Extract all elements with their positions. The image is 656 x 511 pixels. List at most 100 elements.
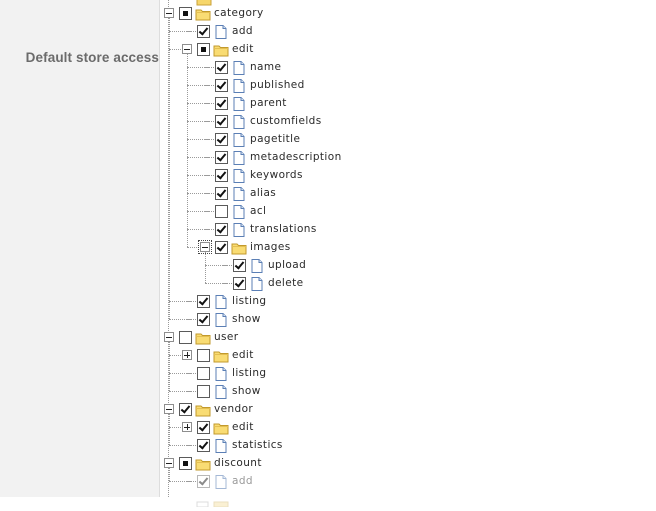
tree-node-label[interactable]: delete xyxy=(268,277,304,289)
tree-node-label[interactable]: customfields xyxy=(250,115,322,127)
folder-icon xyxy=(213,348,229,363)
collapse-icon[interactable] xyxy=(182,44,192,54)
expand-icon[interactable] xyxy=(182,350,192,360)
file-icon xyxy=(213,438,229,453)
tree-connector xyxy=(187,139,209,140)
tree-connector xyxy=(187,85,209,86)
tree-connector xyxy=(187,247,209,248)
tree-node-label[interactable]: discount xyxy=(214,457,262,469)
permission-checkbox[interactable] xyxy=(215,241,228,254)
tree-node-label[interactable]: acl xyxy=(250,205,267,217)
folder-icon xyxy=(195,330,211,345)
expand-icon[interactable] xyxy=(182,422,192,432)
tree-node-label[interactable]: edit xyxy=(232,43,254,55)
folder-icon xyxy=(231,240,247,255)
tree-connector xyxy=(205,283,227,284)
tree-node-label[interactable]: show xyxy=(232,385,261,397)
permission-checkbox[interactable] xyxy=(215,97,228,110)
tree-row: translations xyxy=(0,220,640,238)
tree-row: category xyxy=(0,4,640,22)
tree-connector xyxy=(169,481,191,482)
permission-checkbox[interactable] xyxy=(215,169,228,182)
tree-node-label[interactable]: name xyxy=(250,61,282,73)
permission-checkbox[interactable] xyxy=(215,151,228,164)
permission-checkbox[interactable] xyxy=(197,367,210,380)
permission-checkbox[interactable] xyxy=(215,61,228,74)
tree-connector xyxy=(204,139,214,140)
tree-node-label[interactable]: statistics xyxy=(232,439,283,451)
tree-node-label[interactable]: edit xyxy=(232,349,254,361)
tree-node-label[interactable]: edit xyxy=(232,421,254,433)
tree-node-label[interactable]: vendor xyxy=(214,403,254,415)
tree-node-label[interactable]: images xyxy=(250,241,291,253)
tree-row: edit xyxy=(0,346,640,364)
tree-node-label[interactable]: published xyxy=(250,79,305,91)
tree-node-label[interactable]: alias xyxy=(250,187,277,199)
tree-connector xyxy=(204,175,214,176)
permission-checkbox[interactable] xyxy=(197,313,210,326)
permission-checkbox[interactable] xyxy=(197,475,210,488)
permission-checkbox[interactable] xyxy=(179,331,192,344)
file-icon xyxy=(213,474,229,489)
tree-node-label[interactable]: metadescription xyxy=(250,151,342,163)
tree-guide-line xyxy=(187,54,188,247)
tree-node-label[interactable]: listing xyxy=(232,367,267,379)
permission-checkbox[interactable] xyxy=(197,349,210,362)
tree-node-label[interactable]: parent xyxy=(250,97,287,109)
tree-guide-line xyxy=(169,342,170,391)
tree-node-label[interactable]: translations xyxy=(250,223,317,235)
permission-checkbox[interactable] xyxy=(197,43,210,56)
folder-icon xyxy=(195,456,211,471)
permission-checkbox[interactable] xyxy=(197,295,210,308)
permission-checkbox[interactable] xyxy=(215,115,228,128)
tree-connector xyxy=(169,445,191,446)
collapse-icon[interactable] xyxy=(164,8,174,18)
permission-checkbox[interactable] xyxy=(197,439,210,452)
tree-node-label[interactable]: user xyxy=(214,331,239,343)
tree-node-label[interactable]: keywords xyxy=(250,169,303,181)
tree-node-label[interactable]: add xyxy=(232,475,253,487)
permission-checkbox[interactable] xyxy=(197,25,210,38)
collapse-icon[interactable] xyxy=(164,458,174,468)
file-icon xyxy=(213,366,229,381)
permission-checkbox[interactable] xyxy=(215,205,228,218)
permission-checkbox[interactable] xyxy=(233,259,246,272)
permission-checkbox[interactable] xyxy=(215,133,228,146)
permission-checkbox[interactable] xyxy=(179,457,192,470)
tree-row: show xyxy=(0,382,640,400)
tree-connector xyxy=(187,157,209,158)
tree-node-label[interactable]: show xyxy=(232,313,261,325)
tree-node-label[interactable]: add xyxy=(232,25,253,37)
tree-connector xyxy=(169,427,191,428)
tree-connector xyxy=(204,193,214,194)
permission-checkbox[interactable] xyxy=(197,421,210,434)
file-icon xyxy=(249,276,265,291)
file-icon xyxy=(231,96,247,111)
tree-root-line xyxy=(168,0,169,497)
file-icon xyxy=(231,78,247,93)
folder-icon xyxy=(195,402,211,417)
tree-row: show xyxy=(0,310,640,328)
permission-checkbox[interactable] xyxy=(179,403,192,416)
settings-label-panel: Default store access xyxy=(0,0,160,497)
permission-checkbox[interactable] xyxy=(179,7,192,20)
tree-node-label[interactable]: category xyxy=(214,7,264,19)
permission-checkbox[interactable] xyxy=(215,223,228,236)
tree-connector xyxy=(187,229,209,230)
collapse-icon[interactable] xyxy=(164,332,174,342)
tree-node-label[interactable]: pagetitle xyxy=(250,133,301,145)
permission-checkbox[interactable] xyxy=(233,277,246,290)
permission-checkbox[interactable] xyxy=(197,385,210,398)
file-icon xyxy=(231,60,247,75)
collapse-icon[interactable] xyxy=(198,240,212,254)
tree-connector xyxy=(186,301,196,302)
tree-connector xyxy=(187,67,209,68)
permission-checkbox[interactable] xyxy=(215,187,228,200)
tree-connector xyxy=(169,31,191,32)
collapse-icon[interactable] xyxy=(164,404,174,414)
tree-node-label[interactable]: upload xyxy=(268,259,307,271)
tree-connector xyxy=(186,445,196,446)
permission-checkbox[interactable] xyxy=(215,79,228,92)
tree-node-label[interactable]: listing xyxy=(232,295,267,307)
tree-connector xyxy=(187,103,209,104)
